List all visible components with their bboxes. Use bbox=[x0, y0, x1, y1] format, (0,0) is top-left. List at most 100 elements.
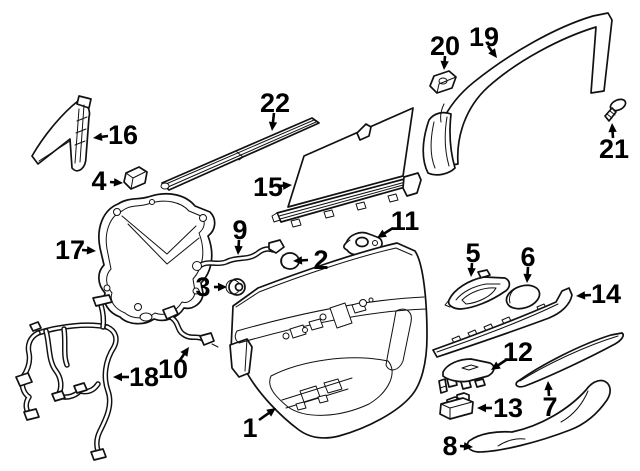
callout-label[interactable]: 14 bbox=[591, 279, 621, 309]
callout-7[interactable]: 7 bbox=[542, 381, 558, 422]
part-10-wire-lead-shape bbox=[211, 343, 219, 348]
callout-arrowhead[interactable] bbox=[440, 60, 449, 70]
part-19-frame-weatherstrip-shape bbox=[422, 111, 456, 176]
part-6-handle-bezel bbox=[505, 284, 541, 310]
part-5-inside-handle-shape bbox=[455, 283, 501, 301]
callout-arrowhead[interactable] bbox=[266, 408, 276, 417]
callout-label[interactable]: 22 bbox=[260, 88, 290, 118]
part-1-door-trim-panel-shape bbox=[230, 242, 428, 439]
callout-label[interactable]: 2 bbox=[313, 245, 328, 275]
callout-17[interactable]: 17 bbox=[55, 235, 96, 265]
part-6-handle-bezel-shape bbox=[505, 284, 541, 310]
callout-20[interactable]: 20 bbox=[430, 31, 460, 70]
callout-label[interactable]: 10 bbox=[158, 354, 188, 384]
callout-16[interactable]: 16 bbox=[93, 120, 138, 150]
part-16-sail-trim-panel-shape bbox=[74, 108, 80, 164]
callout-3[interactable]: 3 bbox=[195, 272, 227, 302]
callout-11[interactable]: 11 bbox=[377, 206, 419, 238]
callout-label[interactable]: 6 bbox=[520, 242, 535, 272]
callout-label[interactable]: 3 bbox=[195, 272, 210, 302]
callout-label[interactable]: 17 bbox=[55, 235, 85, 265]
part-9-wire-lead-shape bbox=[196, 247, 275, 269]
callout-arrowhead[interactable] bbox=[576, 291, 586, 300]
part-1-door-trim-panel-shape bbox=[235, 247, 413, 308]
callout-arrowhead[interactable] bbox=[608, 123, 617, 133]
callout-arrowhead[interactable] bbox=[467, 267, 476, 277]
callout-label[interactable]: 16 bbox=[108, 120, 138, 150]
part-10-wire-lead bbox=[162, 305, 219, 348]
callout-label[interactable]: 21 bbox=[599, 134, 629, 164]
part-18-wiring-harness-shape bbox=[92, 294, 113, 307]
callout-arrowhead[interactable] bbox=[523, 273, 532, 283]
callout-label[interactable]: 15 bbox=[253, 172, 283, 202]
callout-6[interactable]: 6 bbox=[520, 242, 536, 283]
callout-label[interactable]: 20 bbox=[430, 31, 460, 61]
callout-5[interactable]: 5 bbox=[465, 238, 481, 277]
callout-label[interactable]: 18 bbox=[129, 362, 159, 392]
callout-arrowhead[interactable] bbox=[93, 132, 103, 141]
callout-label[interactable]: 13 bbox=[493, 393, 523, 423]
callout-15[interactable]: 15 bbox=[253, 172, 292, 202]
part-1-door-trim-panel-shape bbox=[289, 324, 307, 339]
part-18-wiring-harness-shape bbox=[29, 321, 42, 332]
part-17-water-deflector-shape bbox=[149, 199, 155, 205]
callout-arrowhead[interactable] bbox=[544, 381, 553, 391]
callout-2[interactable]: 2 bbox=[293, 245, 329, 275]
callout-arrowhead[interactable] bbox=[477, 403, 486, 413]
callout-label[interactable]: 5 bbox=[465, 238, 480, 268]
callout-arrowhead[interactable] bbox=[86, 246, 96, 255]
part-11-bracket-shape bbox=[372, 240, 378, 246]
callout-label[interactable]: 12 bbox=[503, 337, 533, 367]
part-1-door-trim-panel-shape bbox=[269, 357, 393, 416]
callout-arrowhead[interactable] bbox=[491, 361, 501, 370]
callout-12[interactable]: 12 bbox=[491, 337, 533, 370]
callout-19[interactable]: 19 bbox=[469, 22, 499, 58]
callout-arrowhead[interactable] bbox=[218, 282, 227, 292]
callout-arrowhead[interactable] bbox=[268, 121, 278, 131]
callout-22[interactable]: 22 bbox=[260, 88, 290, 131]
part-9-wire-lead-shape bbox=[192, 261, 202, 271]
callout-arrowhead[interactable] bbox=[293, 256, 303, 265]
part-4-retainer-clip-shape bbox=[123, 166, 148, 190]
part-17-water-deflector-shape bbox=[199, 214, 207, 222]
part-18-wiring-harness-shape bbox=[62, 327, 69, 367]
callout-arrowhead[interactable] bbox=[180, 347, 189, 357]
part-5-inside-handle-shape bbox=[477, 269, 491, 279]
callout-arrowhead[interactable] bbox=[234, 245, 243, 255]
callout-14[interactable]: 14 bbox=[576, 279, 621, 309]
callout-arrowhead[interactable] bbox=[113, 372, 122, 382]
callout-label[interactable]: 4 bbox=[91, 166, 106, 196]
callout-label[interactable]: 1 bbox=[242, 413, 257, 443]
part-10-wire-lead-shape bbox=[170, 316, 205, 341]
callout-21[interactable]: 21 bbox=[599, 123, 629, 164]
callout-10[interactable]: 10 bbox=[158, 347, 189, 384]
part-1-door-trim-panel bbox=[229, 242, 428, 439]
part-21-push-pin-shape bbox=[606, 110, 616, 119]
callout-arrowhead[interactable] bbox=[463, 442, 473, 451]
callout-label[interactable]: 19 bbox=[469, 22, 499, 52]
callout-label[interactable]: 9 bbox=[232, 215, 247, 245]
part-3-grommet-shape bbox=[234, 282, 244, 292]
callout-label[interactable]: 7 bbox=[542, 392, 557, 422]
part-1-door-trim-panel-shape bbox=[244, 338, 248, 372]
part-4-retainer-clip bbox=[123, 166, 148, 190]
part-16-sail-trim-panel-shape bbox=[38, 140, 71, 162]
callout-arrowhead[interactable] bbox=[488, 48, 497, 58]
part-15-window-shade-shape bbox=[356, 123, 372, 141]
callout-8[interactable]: 8 bbox=[442, 431, 473, 461]
callout-arrowhead[interactable] bbox=[113, 178, 123, 187]
callout-label[interactable]: 8 bbox=[442, 431, 457, 461]
callout-18[interactable]: 18 bbox=[113, 362, 159, 392]
callout-label[interactable]: 11 bbox=[391, 206, 420, 236]
callout-arrowhead[interactable] bbox=[282, 181, 292, 190]
part-18-wiring-harness-shape bbox=[95, 325, 118, 455]
callout-arrowhead[interactable] bbox=[377, 229, 387, 238]
callout-1[interactable]: 1 bbox=[242, 408, 276, 443]
part-7-trim-applique-shape bbox=[519, 335, 619, 382]
part-22-belt-molding bbox=[160, 117, 320, 191]
callout-13[interactable]: 13 bbox=[477, 393, 523, 423]
callout-4[interactable]: 4 bbox=[91, 166, 123, 196]
part-15-window-shade bbox=[271, 107, 422, 228]
callout-9[interactable]: 9 bbox=[232, 215, 248, 255]
